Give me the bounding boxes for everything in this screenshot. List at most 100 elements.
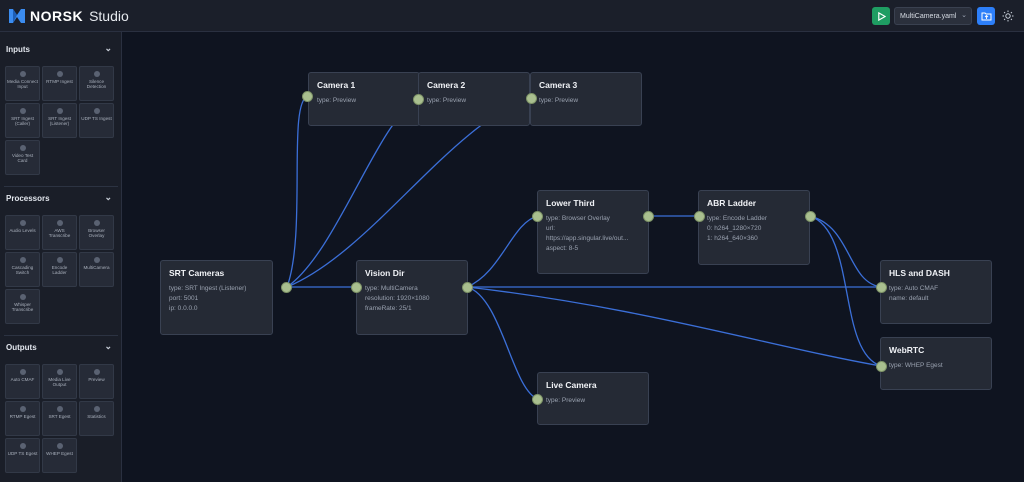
palette-tile[interactable]: WHEP Egest — [42, 438, 77, 473]
port-hls-in[interactable] — [876, 282, 887, 293]
node-abr-ladder[interactable]: ABR Ladder type: Encode Ladder 0: h264_1… — [698, 190, 810, 265]
port-abr-out[interactable] — [805, 211, 816, 222]
section-outputs[interactable]: Outputs ⌄ — [0, 336, 121, 358]
theme-toggle-button[interactable] — [1000, 8, 1016, 24]
section-title: Inputs — [6, 45, 30, 54]
palette-tile[interactable]: AWS Transcribe — [42, 215, 77, 250]
port-live-in[interactable] — [532, 394, 543, 405]
port-camera-2-in[interactable] — [413, 94, 424, 105]
palette-tile-label: SRT Ingest (Caller) — [11, 116, 34, 127]
node-live-camera[interactable]: Live Camera type: Preview — [537, 372, 649, 425]
brand-name: NORSK — [30, 8, 84, 24]
edge-vision-live[interactable] — [466, 286, 539, 400]
top-bar: NORSK Studio MultiCamera.yaml ⌄ — [0, 0, 1024, 32]
node-props: type: SRT Ingest (Listener) port: 5001 i… — [169, 285, 247, 312]
palette-tile[interactable]: SRT Ingest (Listener) — [42, 103, 77, 138]
edge-abr-webrtc[interactable] — [809, 215, 882, 367]
folder-upload-icon — [981, 12, 991, 21]
port-abr-in[interactable] — [694, 211, 705, 222]
palette-tile[interactable]: SRT Ingest (Caller) — [5, 103, 40, 138]
node-props: type: Preview — [317, 97, 357, 104]
port-vision-in[interactable] — [351, 282, 362, 293]
component-icon — [93, 406, 100, 412]
port-lower-in[interactable] — [532, 211, 543, 222]
node-camera-1[interactable]: Camera 1 type: Preview — [308, 72, 420, 126]
palette-tile-label: WHEP Egest — [46, 451, 73, 456]
section-processors[interactable]: Processors ⌄ — [0, 187, 121, 209]
node-title: HLS and DASH — [889, 268, 950, 278]
palette-tile-label: Audio Levels — [9, 228, 36, 233]
component-icon — [56, 369, 63, 375]
palette-tile-label: Video Test Card — [11, 153, 34, 164]
node-title: WebRTC — [889, 345, 925, 355]
port-vision-out[interactable] — [462, 282, 473, 293]
palette-tile[interactable]: Media Connect Input — [5, 66, 40, 101]
port-camera-3-in[interactable] — [526, 93, 537, 104]
component-icon — [19, 369, 26, 375]
component-icon — [56, 406, 63, 412]
palette-tile[interactable]: Whisper Transcribe — [5, 289, 40, 324]
palette-tile[interactable]: Encode Ladder — [42, 252, 77, 287]
sun-icon — [1002, 10, 1014, 22]
palette-tile-label: MultiCamera — [83, 265, 110, 270]
node-props: type: Browser Overlay url: https://app.s… — [546, 215, 629, 252]
palette-tile-label: UDP TS Egest — [7, 451, 38, 456]
node-camera-3[interactable]: Camera 3 type: Preview — [530, 72, 642, 126]
edge-srt-camera3[interactable] — [286, 97, 532, 288]
node-title: SRT Cameras — [169, 268, 225, 278]
component-icon — [19, 443, 26, 449]
component-icon — [93, 108, 100, 114]
edge-vision-lower[interactable] — [466, 215, 539, 288]
save-button[interactable] — [977, 7, 995, 25]
component-icon — [56, 71, 63, 77]
app-title: Studio — [89, 8, 129, 24]
node-camera-2[interactable]: Camera 2 type: Preview — [418, 72, 530, 126]
port-webrtc-in[interactable] — [876, 361, 887, 372]
port-srt-out[interactable] — [281, 282, 292, 293]
component-icon — [19, 108, 26, 114]
palette-tile[interactable]: Audio Levels — [5, 215, 40, 250]
palette-tile[interactable]: Silence Detection — [79, 66, 114, 101]
run-button[interactable] — [872, 7, 890, 25]
palette-tile[interactable]: Video Test Card — [5, 140, 40, 175]
palette-tile[interactable]: RTMP Ingest — [42, 66, 77, 101]
palette-tile[interactable]: RTMP Egest — [5, 401, 40, 436]
palette-tile[interactable]: Browser Overlay — [79, 215, 114, 250]
edge-srt-camera2[interactable] — [286, 98, 419, 288]
palette-tile[interactable]: UDP TS Egest — [5, 438, 40, 473]
node-vision-dir[interactable]: Vision Dir type: MultiCamera resolution:… — [356, 260, 468, 335]
node-srt-cameras[interactable]: SRT Cameras type: SRT Ingest (Listener) … — [160, 260, 273, 335]
palette-tile[interactable]: Media Live Output — [42, 364, 77, 399]
node-title: ABR Ladder — [707, 198, 757, 208]
node-webrtc[interactable]: WebRTC type: WHEP Egest — [880, 337, 992, 390]
palette-tile-label: Encode Ladder — [51, 265, 68, 276]
flow-canvas[interactable]: Camera 1 type: Preview Camera 2 type: Pr… — [122, 32, 1024, 482]
component-icon — [19, 220, 26, 226]
file-select[interactable]: MultiCamera.yaml ⌄ — [894, 7, 972, 25]
palette-tile[interactable]: Cascading Switch — [5, 252, 40, 287]
node-title: Live Camera — [546, 380, 597, 390]
chevron-down-icon: ⌄ — [104, 43, 112, 53]
edge-vision-webrtc[interactable] — [466, 286, 882, 367]
palette-tile[interactable]: SRT Egest — [42, 401, 77, 436]
palette-tile[interactable]: Auto CMAF — [5, 364, 40, 399]
palette-tile-label: RTMP Ingest — [46, 79, 73, 84]
palette-tile[interactable]: Preview — [79, 364, 114, 399]
palette-tile[interactable]: Statistics — [79, 401, 114, 436]
node-lower-third[interactable]: Lower Third type: Browser Overlay url: h… — [537, 190, 649, 274]
node-props: type: Auto CMAF name: default — [889, 285, 939, 302]
palette-tile[interactable]: UDP TS Ingest — [79, 103, 114, 138]
port-camera-1-in[interactable] — [302, 91, 313, 102]
component-icon — [56, 108, 63, 114]
palette-tile-label: AWS Transcribe — [48, 228, 71, 239]
port-lower-out[interactable] — [643, 211, 654, 222]
edge-abr-hls[interactable] — [809, 215, 882, 288]
palette-tile[interactable]: MultiCamera — [79, 252, 114, 287]
palette-tile-label: SRT Egest — [48, 414, 71, 419]
norsk-logo-icon — [9, 9, 25, 23]
section-inputs[interactable]: Inputs ⌄ — [0, 38, 121, 60]
node-hls-and-dash[interactable]: HLS and DASH type: Auto CMAF name: defau… — [880, 260, 992, 324]
edge-srt-camera1[interactable] — [286, 95, 309, 288]
brand[interactable]: NORSK Studio — [8, 7, 129, 25]
